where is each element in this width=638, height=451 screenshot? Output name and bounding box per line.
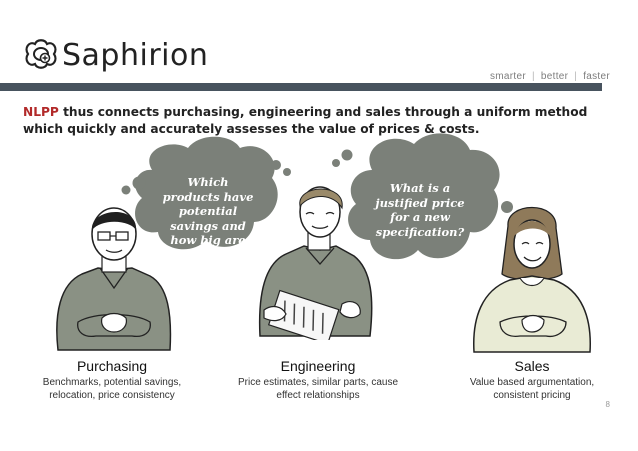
- logo-icon: [25, 39, 57, 69]
- role-title-purchasing: Purchasing: [76, 358, 148, 374]
- tagline: smarter | better | faster: [490, 71, 610, 82]
- brand-name: Saphirion: [62, 38, 209, 73]
- engineering-person-illustration: [258, 186, 373, 340]
- purchasing-bubble-text: Which products have potential savings an…: [162, 175, 254, 262]
- header-bar: [0, 83, 602, 91]
- page-number: 8: [605, 400, 610, 409]
- tagline-separator: |: [532, 71, 535, 82]
- purchasing-thought-bubble: [121, 136, 291, 250]
- headline-text: thus connects purchasing, engineering an…: [23, 105, 588, 136]
- saphirion-logo: Saphirion: [22, 36, 208, 76]
- headline: NLPP thus connects purchasing, engineeri…: [23, 104, 613, 138]
- role-desc-sales: Value based argumentation, consistent pr…: [469, 377, 595, 401]
- tagline-smarter: smarter: [490, 71, 526, 82]
- engineering-bubble-text: What is a justified price for a new spec…: [375, 181, 465, 239]
- role-desc-engineering: Price estimates, similar parts, cause ef…: [237, 377, 399, 401]
- tagline-faster: faster: [583, 71, 610, 82]
- role-desc-purchasing: Benchmarks, potential savings, relocatio…: [42, 377, 182, 401]
- purchasing-person-illustration: [56, 207, 172, 351]
- headline-highlight: NLPP: [23, 105, 59, 119]
- sales-person-illustration: [473, 207, 591, 353]
- role-title-sales: Sales: [514, 358, 550, 374]
- tagline-separator: |: [574, 71, 578, 82]
- tagline-better: better: [540, 71, 569, 82]
- role-title-engineering: Engineering: [280, 358, 356, 374]
